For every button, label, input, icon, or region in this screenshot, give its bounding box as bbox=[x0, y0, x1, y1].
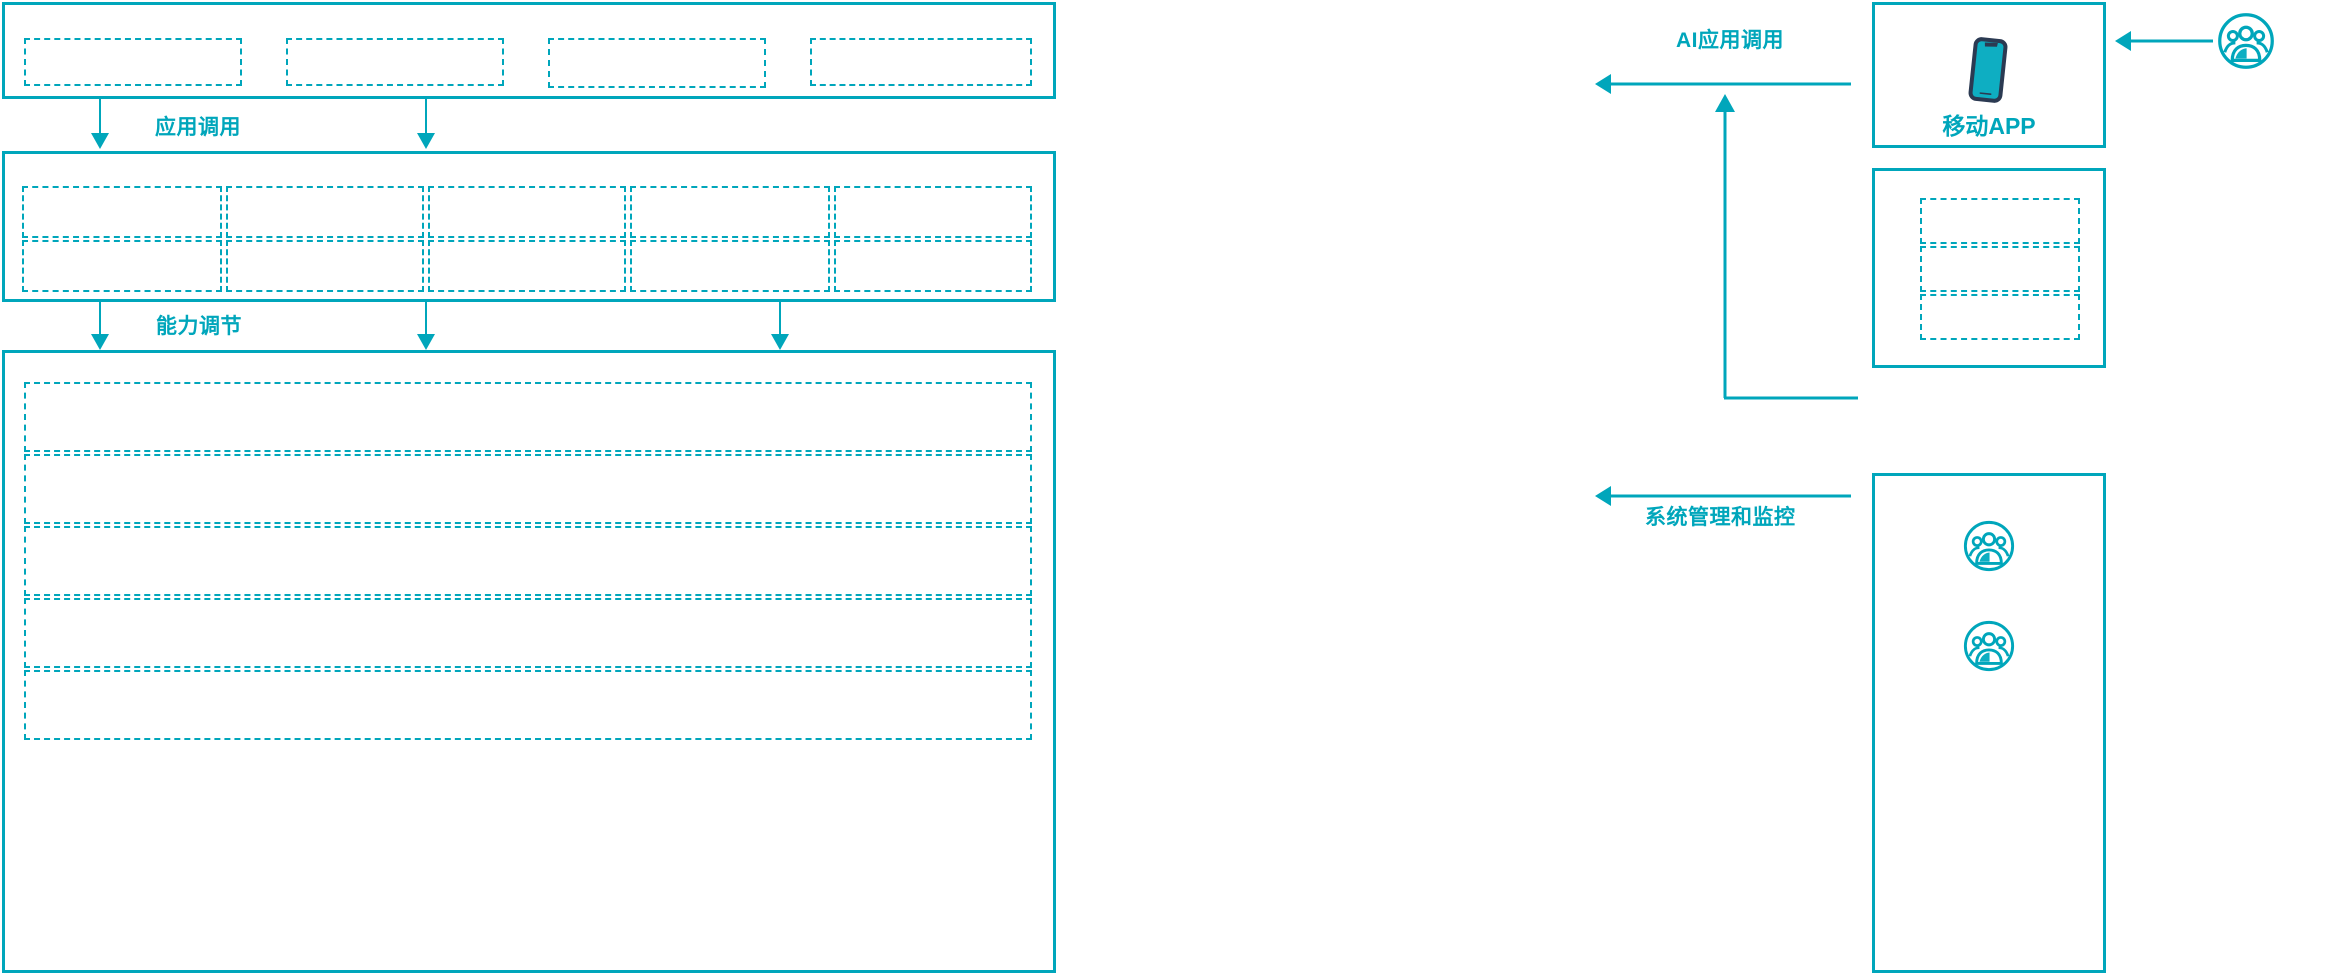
flow-label-ai-app-call: AI应用调用 bbox=[1676, 29, 1784, 52]
capability-cell-r2c5[interactable] bbox=[834, 240, 1032, 292]
platform-row-3[interactable] bbox=[24, 526, 1032, 596]
arrow-ai-app-call bbox=[1595, 74, 1851, 94]
channel-panel bbox=[1872, 168, 2106, 368]
operations-user-group-icon-2 bbox=[1962, 619, 2016, 673]
arrow-capability-to-platform-2 bbox=[417, 302, 435, 350]
connector-channel-to-ai-arrow bbox=[1715, 94, 1858, 400]
channel-cell-2[interactable] bbox=[1920, 246, 2080, 292]
platform-row-5[interactable] bbox=[24, 670, 1032, 740]
mobile-app-caption: 移动APP bbox=[1942, 113, 2036, 139]
arrow-capability-to-platform-3 bbox=[771, 302, 789, 350]
arrow-capability-to-platform-1 bbox=[91, 302, 109, 350]
arrow-app-to-capability-1 bbox=[91, 99, 109, 149]
flow-label-app-call: 应用调用 bbox=[155, 116, 241, 139]
channel-cell-1[interactable] bbox=[1920, 198, 2080, 244]
application-layer-panel bbox=[2, 2, 1056, 99]
channel-cell-3[interactable] bbox=[1920, 294, 2080, 340]
platform-row-4[interactable] bbox=[24, 598, 1032, 668]
mobile-phone-icon bbox=[1968, 36, 2012, 106]
capability-cell-r2c1[interactable] bbox=[22, 240, 222, 292]
arrow-user-to-mobile-app bbox=[2115, 31, 2213, 51]
application-cell-3[interactable] bbox=[548, 38, 766, 88]
capability-cell-r1c2[interactable] bbox=[226, 186, 424, 238]
capability-cell-r1c5[interactable] bbox=[834, 186, 1032, 238]
capability-cell-r1c3[interactable] bbox=[428, 186, 626, 238]
arrow-app-to-capability-2 bbox=[417, 99, 435, 149]
application-cell-2[interactable] bbox=[286, 38, 504, 86]
platform-layer-panel bbox=[2, 350, 1056, 973]
capability-cell-r2c4[interactable] bbox=[630, 240, 830, 292]
operations-user-group-icon-1 bbox=[1962, 519, 2016, 573]
platform-row-2[interactable] bbox=[24, 454, 1032, 524]
capability-cell-r2c3[interactable] bbox=[428, 240, 626, 292]
capability-cell-r2c2[interactable] bbox=[226, 240, 424, 292]
external-user-group-icon bbox=[2216, 11, 2276, 71]
capability-layer-panel bbox=[2, 151, 1056, 302]
capability-cell-r1c1[interactable] bbox=[22, 186, 222, 238]
application-cell-1[interactable] bbox=[24, 38, 242, 86]
flow-label-capability-adjust: 能力调节 bbox=[156, 315, 242, 338]
capability-cell-r1c4[interactable] bbox=[630, 186, 830, 238]
mobile-app-panel bbox=[1872, 2, 2106, 148]
flow-label-system-admin-monitor: 系统管理和监控 bbox=[1645, 506, 1796, 529]
application-cell-4[interactable] bbox=[810, 38, 1032, 86]
platform-row-1[interactable] bbox=[24, 382, 1032, 452]
